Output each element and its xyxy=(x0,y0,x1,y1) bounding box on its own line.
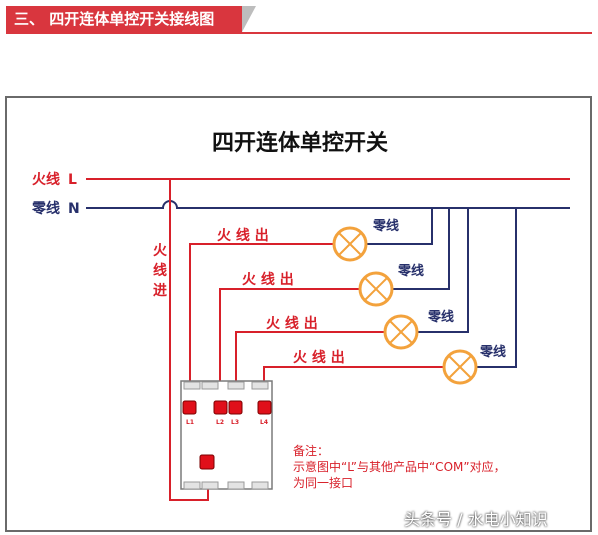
live-out-label-2: 火 线 出 xyxy=(242,271,294,288)
terminal-l3 xyxy=(228,400,243,415)
live-out-label-3: 火 线 出 xyxy=(266,315,318,332)
live-line-letter: L xyxy=(68,172,77,188)
section-header-rule xyxy=(6,32,592,34)
live-out-wire-1 xyxy=(189,243,334,408)
terminal-label-l4: L4 xyxy=(260,419,268,426)
terminal-label-l3: L3 xyxy=(231,419,239,426)
lamp-icon xyxy=(358,271,394,307)
lamp-icon xyxy=(442,349,478,385)
section-title: 三、 四开连体单控开关接线图 xyxy=(14,10,215,28)
neutral-wire-4 xyxy=(476,208,517,368)
neutral-line-main xyxy=(86,200,570,209)
neutral-label-3: 零线 xyxy=(427,309,454,325)
four-gang-switch xyxy=(180,380,273,490)
diagram-frame xyxy=(5,96,592,532)
neutral-line-label: 零线 xyxy=(31,200,60,217)
live-line-label: 火线 xyxy=(32,171,60,188)
live-in-label-2: 线 xyxy=(153,262,167,279)
neutral-line-letter: N xyxy=(68,201,80,217)
terminal-common xyxy=(199,454,215,470)
neutral-label-4: 零线 xyxy=(479,344,506,360)
neutral-wire-1 xyxy=(366,208,433,245)
section-header-fold xyxy=(242,6,256,32)
note-heading: 备注： xyxy=(293,443,329,458)
watermark: 头条号 / 水电小知识 xyxy=(404,510,548,529)
live-in-label-3: 进 xyxy=(153,283,167,299)
live-out-wire-2 xyxy=(219,288,360,408)
live-out-label-4: 火 线 出 xyxy=(293,349,345,366)
terminal-l4 xyxy=(257,400,272,415)
terminal-label-l2: L2 xyxy=(216,419,224,426)
neutral-label-2: 零线 xyxy=(397,263,424,279)
terminal-label-l1: L1 xyxy=(186,419,194,426)
diagram-title: 四开连体单控开关 xyxy=(212,130,388,156)
section-header: 三、 四开连体单控开关接线图 xyxy=(0,0,598,40)
note-line-2: 为同一接口 xyxy=(293,475,353,490)
note-line-1: 示意图中“L”与其他产品中“COM”对应， xyxy=(293,459,506,474)
lamp-icon xyxy=(332,226,368,262)
live-out-wire-4 xyxy=(263,366,444,408)
lamp-icon xyxy=(383,314,419,350)
neutral-label-1: 零线 xyxy=(372,218,399,234)
terminal-l2 xyxy=(213,400,228,415)
live-out-label-1: 火 线 出 xyxy=(217,227,269,244)
neutral-wire-3 xyxy=(417,208,469,333)
live-in-label-1: 火 xyxy=(153,243,168,259)
section-header-tab xyxy=(6,6,242,32)
terminal-l1 xyxy=(182,400,197,415)
neutral-wire-2 xyxy=(392,208,450,290)
